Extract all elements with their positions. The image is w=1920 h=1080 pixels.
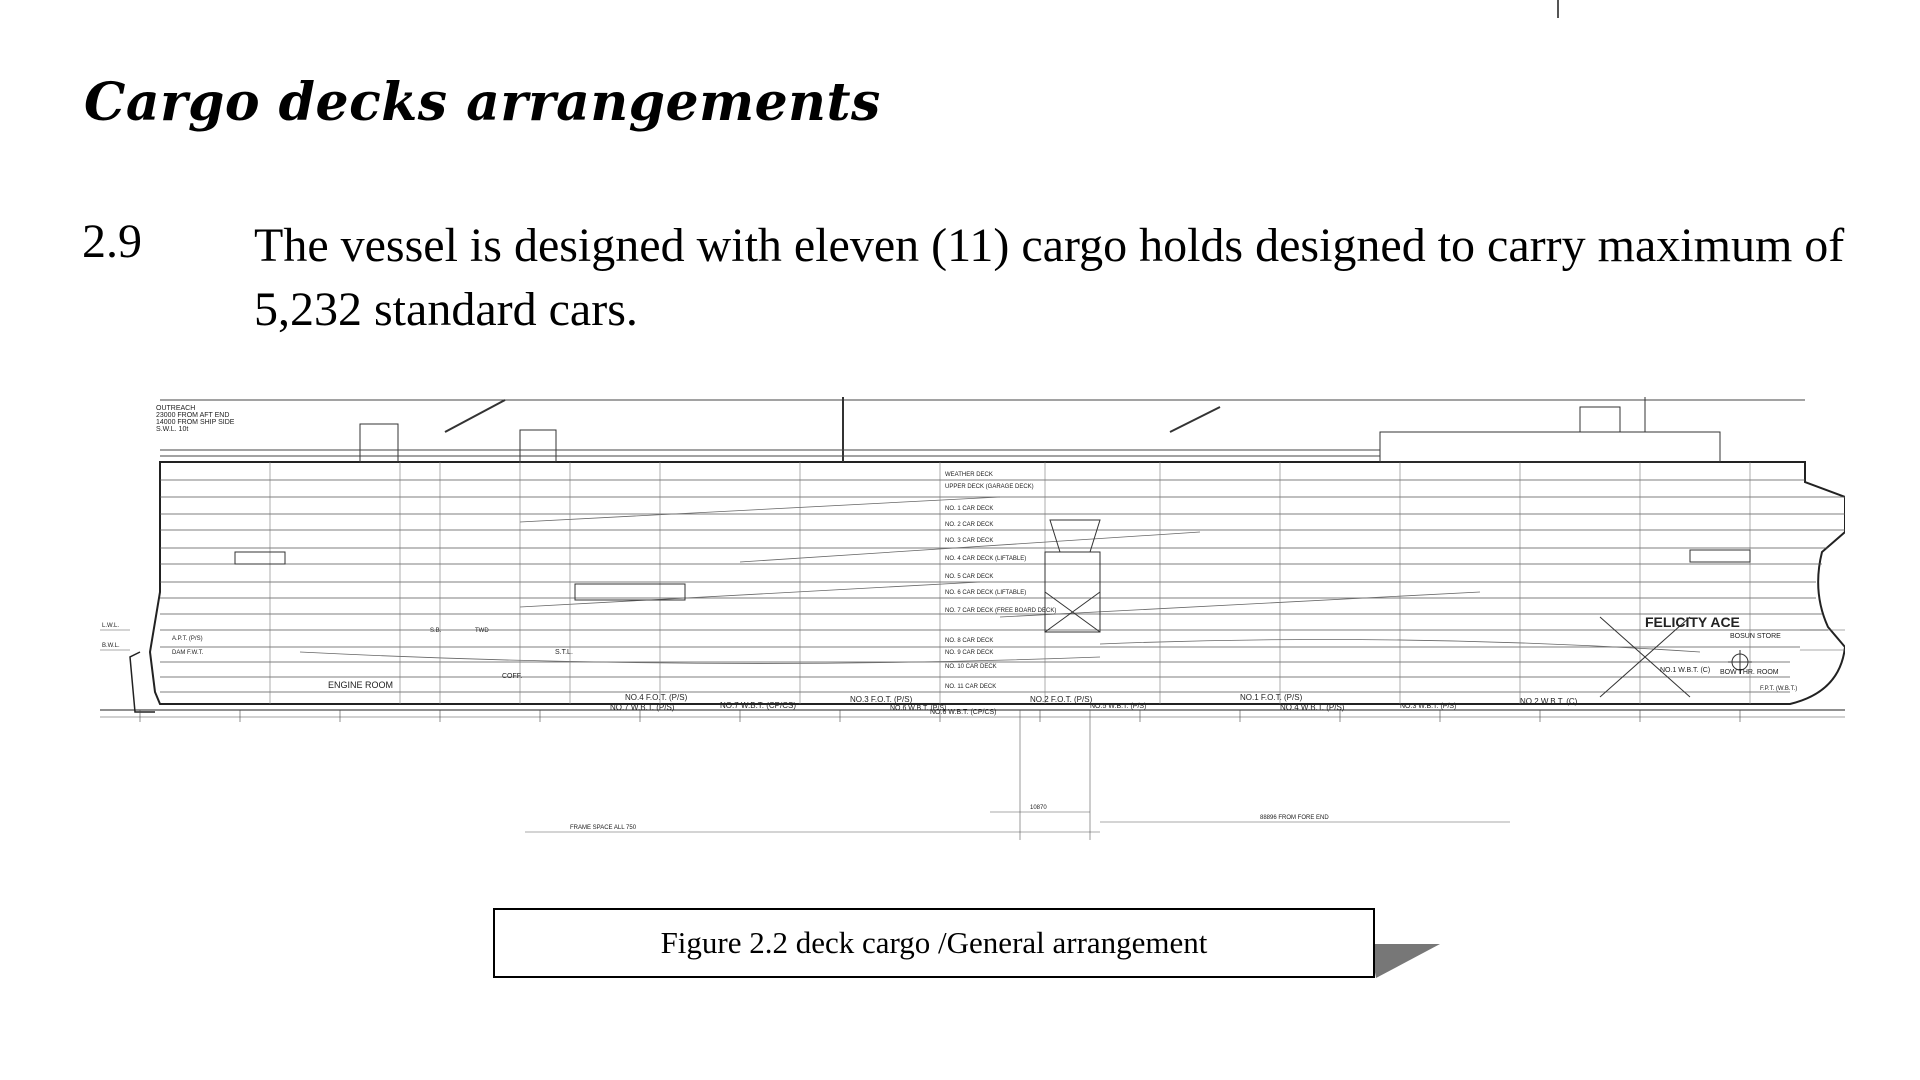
drawing-note-line: 14000 FROM SHIP SIDE	[156, 419, 235, 426]
deck-label: NO. 7 CAR DECK (FREE BOARD DECK)	[945, 608, 1056, 614]
compartment-label: NO.4 F.O.T. (P/S)	[625, 693, 688, 702]
compartment-label: TWD	[475, 628, 489, 634]
waterline-label: L.W.L.	[102, 623, 119, 629]
compartment-label: NO.7 W.B.T. (P/S)	[610, 703, 675, 712]
deck-label: WEATHER DECK	[945, 472, 993, 478]
dimension-label: FRAME SPACE ALL 750	[570, 825, 637, 831]
drawing-note-line: OUTREACH	[156, 405, 195, 412]
compartment-label: BOW THR. ROOM	[1720, 669, 1779, 676]
caption-shadow-shape	[1370, 944, 1440, 978]
compartment-label: F.P.T. (W.B.T.)	[1760, 686, 1797, 692]
figure-caption-text: Figure 2.2 deck cargo /General arrangeme…	[660, 925, 1208, 960]
paragraph-text: The vessel is designed with eleven (11) …	[254, 219, 1845, 336]
compartment-label: S.B.	[430, 628, 442, 634]
page-top-rule	[1557, 0, 1559, 18]
compartment-label: NO.3 F.O.T. (P/S)	[850, 695, 913, 704]
compartment-label: NO.3 W.B.T. (P/S)	[1400, 703, 1456, 710]
deck-label: NO. 2 CAR DECK	[945, 522, 993, 528]
compartment-label: NO.7 W.B.T. (CP/CS)	[720, 701, 796, 710]
compartment-label: ENGINE ROOM	[328, 680, 393, 690]
compartment-label: NO.1 W.B.T. (C)	[1660, 667, 1710, 674]
compartment-label: NO.6 W.B.T. (P/S)	[890, 705, 946, 712]
figure-caption: Figure 2.2 deck cargo /General arrangeme…	[493, 908, 1375, 978]
deck-label: UPPER DECK (GARAGE DECK)	[945, 484, 1034, 490]
deck-label: NO. 10 CAR DECK	[945, 664, 997, 670]
compartment-label: NO.2 F.O.T. (P/S)	[1030, 695, 1093, 704]
drawing-note-line: 23000 FROM AFT END	[156, 412, 229, 419]
compartment-label: BOSUN STORE	[1730, 633, 1781, 640]
compartment-label: NO.5 W.B.T. (P/S)	[1090, 703, 1146, 710]
drawing-note-line: S.W.L. 10t	[156, 426, 188, 433]
deck-label: NO. 11 CAR DECK	[945, 684, 996, 690]
compartment-label: DAM F.W.T.	[172, 650, 204, 656]
deck-label: NO. 3 CAR DECK	[945, 538, 993, 544]
section-heading: Cargo decks arrangements	[84, 72, 881, 133]
ship-name-label: FELICITY ACE	[1645, 614, 1740, 630]
deck-label: NO. 5 CAR DECK	[945, 574, 993, 580]
dimension-label: 10870	[1030, 805, 1047, 811]
ship-general-arrangement-drawing: OUTREACH 23000 FROM AFT END 14000 FROM S…	[100, 392, 1845, 850]
compartment-label: COFF.	[502, 673, 522, 680]
compartment-label: NO.2 W.B.T. (C)	[1520, 697, 1578, 706]
compartment-label: NO.4 W.B.T. (P/S)	[1280, 703, 1345, 712]
deck-label: NO. 6 CAR DECK (LIFTABLE)	[945, 590, 1026, 596]
compartment-label: S.T.L.	[555, 649, 573, 656]
dimension-label: 88896 FROM FORE END	[1260, 815, 1329, 821]
deck-label: NO. 8 CAR DECK	[945, 638, 993, 644]
deck-label: NO. 1 CAR DECK	[945, 506, 993, 512]
compartment-label: A.P.T. (P/S)	[172, 636, 203, 642]
compartment-label: NO.1 F.O.T. (P/S)	[1240, 693, 1303, 702]
deck-label: NO. 4 CAR DECK (LIFTABLE)	[945, 556, 1026, 562]
deck-label: NO. 9 CAR DECK	[945, 650, 993, 656]
paragraph-number: 2.9	[82, 215, 142, 268]
waterline-label: B.W.L.	[102, 643, 120, 649]
compartment-label: NO.6 W.B.T. (CP/CS)	[930, 709, 997, 716]
